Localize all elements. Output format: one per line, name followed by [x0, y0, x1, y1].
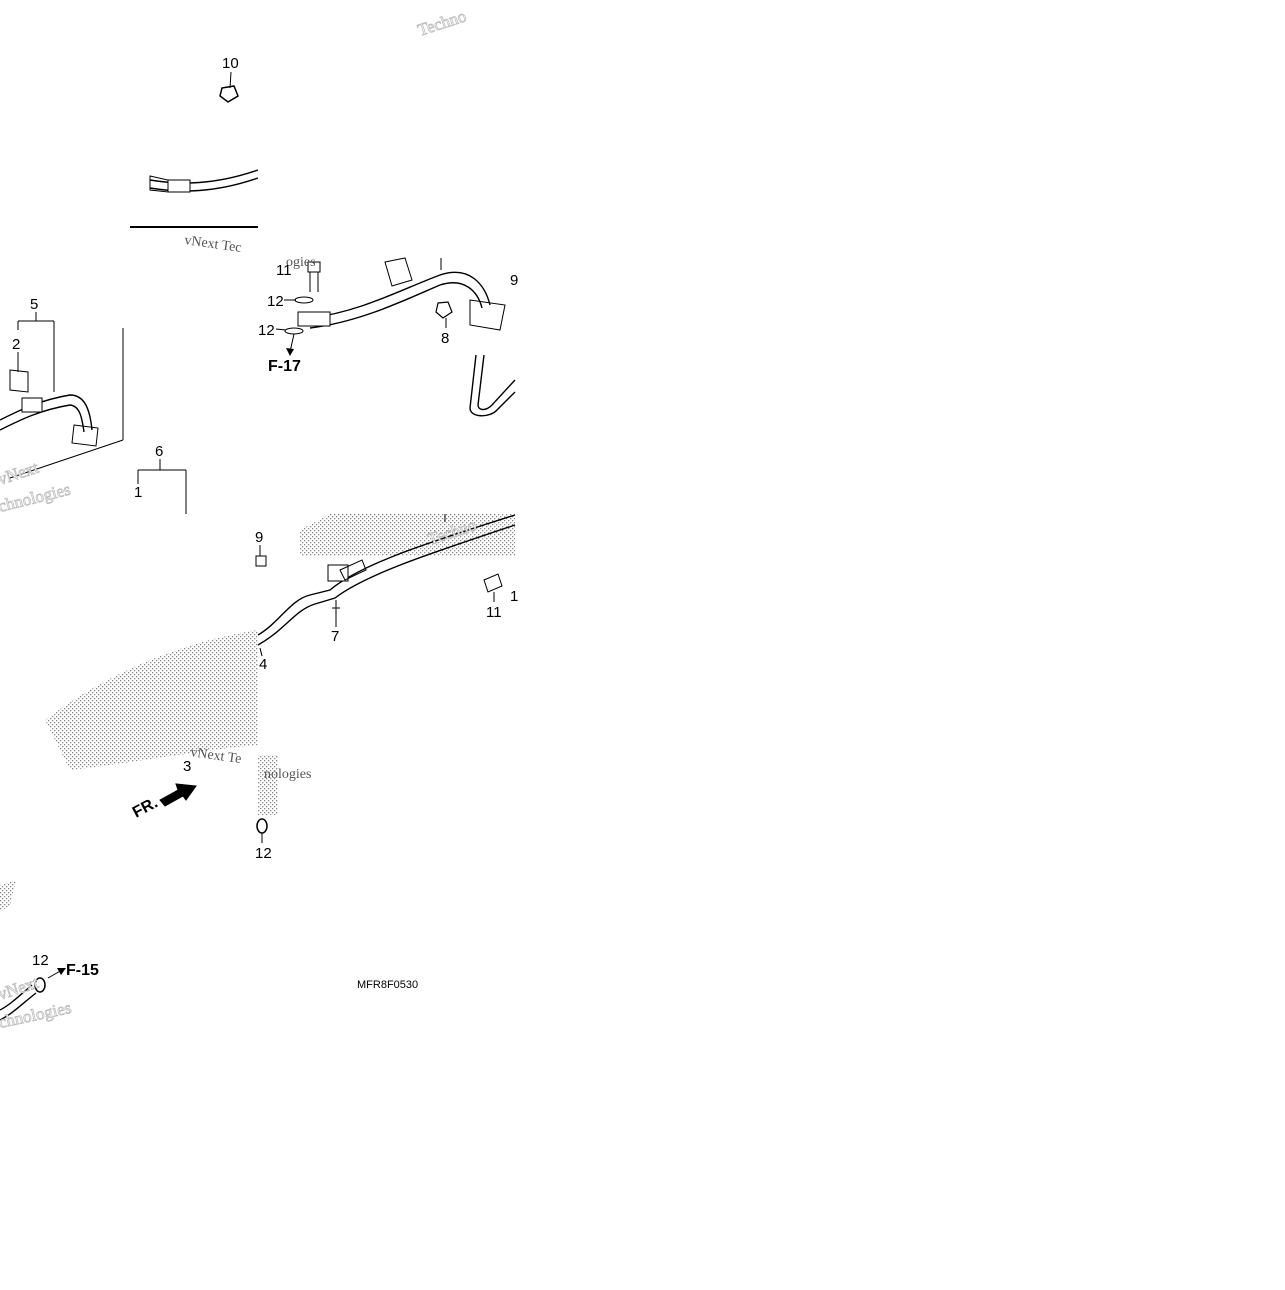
callout-6: 6: [155, 443, 163, 460]
callout-2: 2: [12, 336, 20, 353]
callout-7: 7: [331, 628, 339, 645]
brake-hose-middle: [297, 257, 506, 331]
callout-4: 4: [259, 656, 267, 673]
stippled-logo-shape: [0, 514, 515, 912]
ref-label-f17: F-17: [268, 358, 301, 375]
callout-12-upper-a: 12: [267, 293, 284, 310]
watermark-text: Techno: [415, 6, 468, 39]
brake-hose-left: [0, 369, 99, 447]
watermark-text: ogies: [286, 255, 316, 270]
ref-arrow-f17: [286, 333, 295, 356]
bolt-7: [332, 600, 340, 618]
bolt-10: [219, 85, 239, 103]
callout-9-upper: 9: [510, 272, 518, 289]
watermark-text: vNext: [0, 458, 41, 489]
callout-12-lower-a: 12: [255, 845, 272, 862]
brake-pipe-lower: [257, 514, 516, 646]
bolt-9-lower: [255, 555, 267, 567]
callout-8: 8: [441, 330, 449, 347]
callout-12-lower-b: 12: [32, 952, 49, 969]
callout-3: 3: [183, 758, 191, 775]
ref-arrow-f15: [47, 968, 66, 979]
washer-12-upper: [284, 296, 314, 335]
bolt-8: [435, 301, 453, 319]
bolt-11-upper: [307, 261, 321, 292]
watermark-text: vNext Tec: [183, 233, 242, 256]
callout-11-upper: 11: [276, 262, 292, 279]
brake-hose-upper: [149, 169, 259, 193]
callout-labels: 10 11 12 12 8 9 5 2 6 1 9 7 11 1 4 3 12 …: [12, 55, 518, 969]
watermark-text: vNext: [0, 973, 41, 1004]
callout-12-upper-b: 12: [258, 322, 275, 339]
watermark-text: vNext Te: [189, 745, 242, 767]
frame-lines: [9, 226, 258, 479]
bolt-11-lower: [483, 573, 503, 593]
front-arrow-icon: [159, 783, 197, 807]
callout-11-lower: 11: [486, 604, 502, 621]
callout-1: 1: [134, 484, 142, 501]
callout-5: 5: [30, 296, 38, 313]
diagram-code: MFR8F0530: [357, 979, 418, 991]
callout-10: 10: [222, 55, 239, 72]
leader-lines: [17, 71, 495, 843]
front-label: FR.: [130, 794, 161, 821]
watermark-text: nologies: [264, 767, 311, 782]
callout-9-lower: 9: [255, 529, 263, 546]
brake-pipe-bottom-left: [0, 984, 37, 1021]
callout-1-lower: 1: [510, 588, 518, 605]
ref-label-f15: F-15: [66, 962, 99, 979]
brake-pipe-right: [469, 354, 516, 417]
